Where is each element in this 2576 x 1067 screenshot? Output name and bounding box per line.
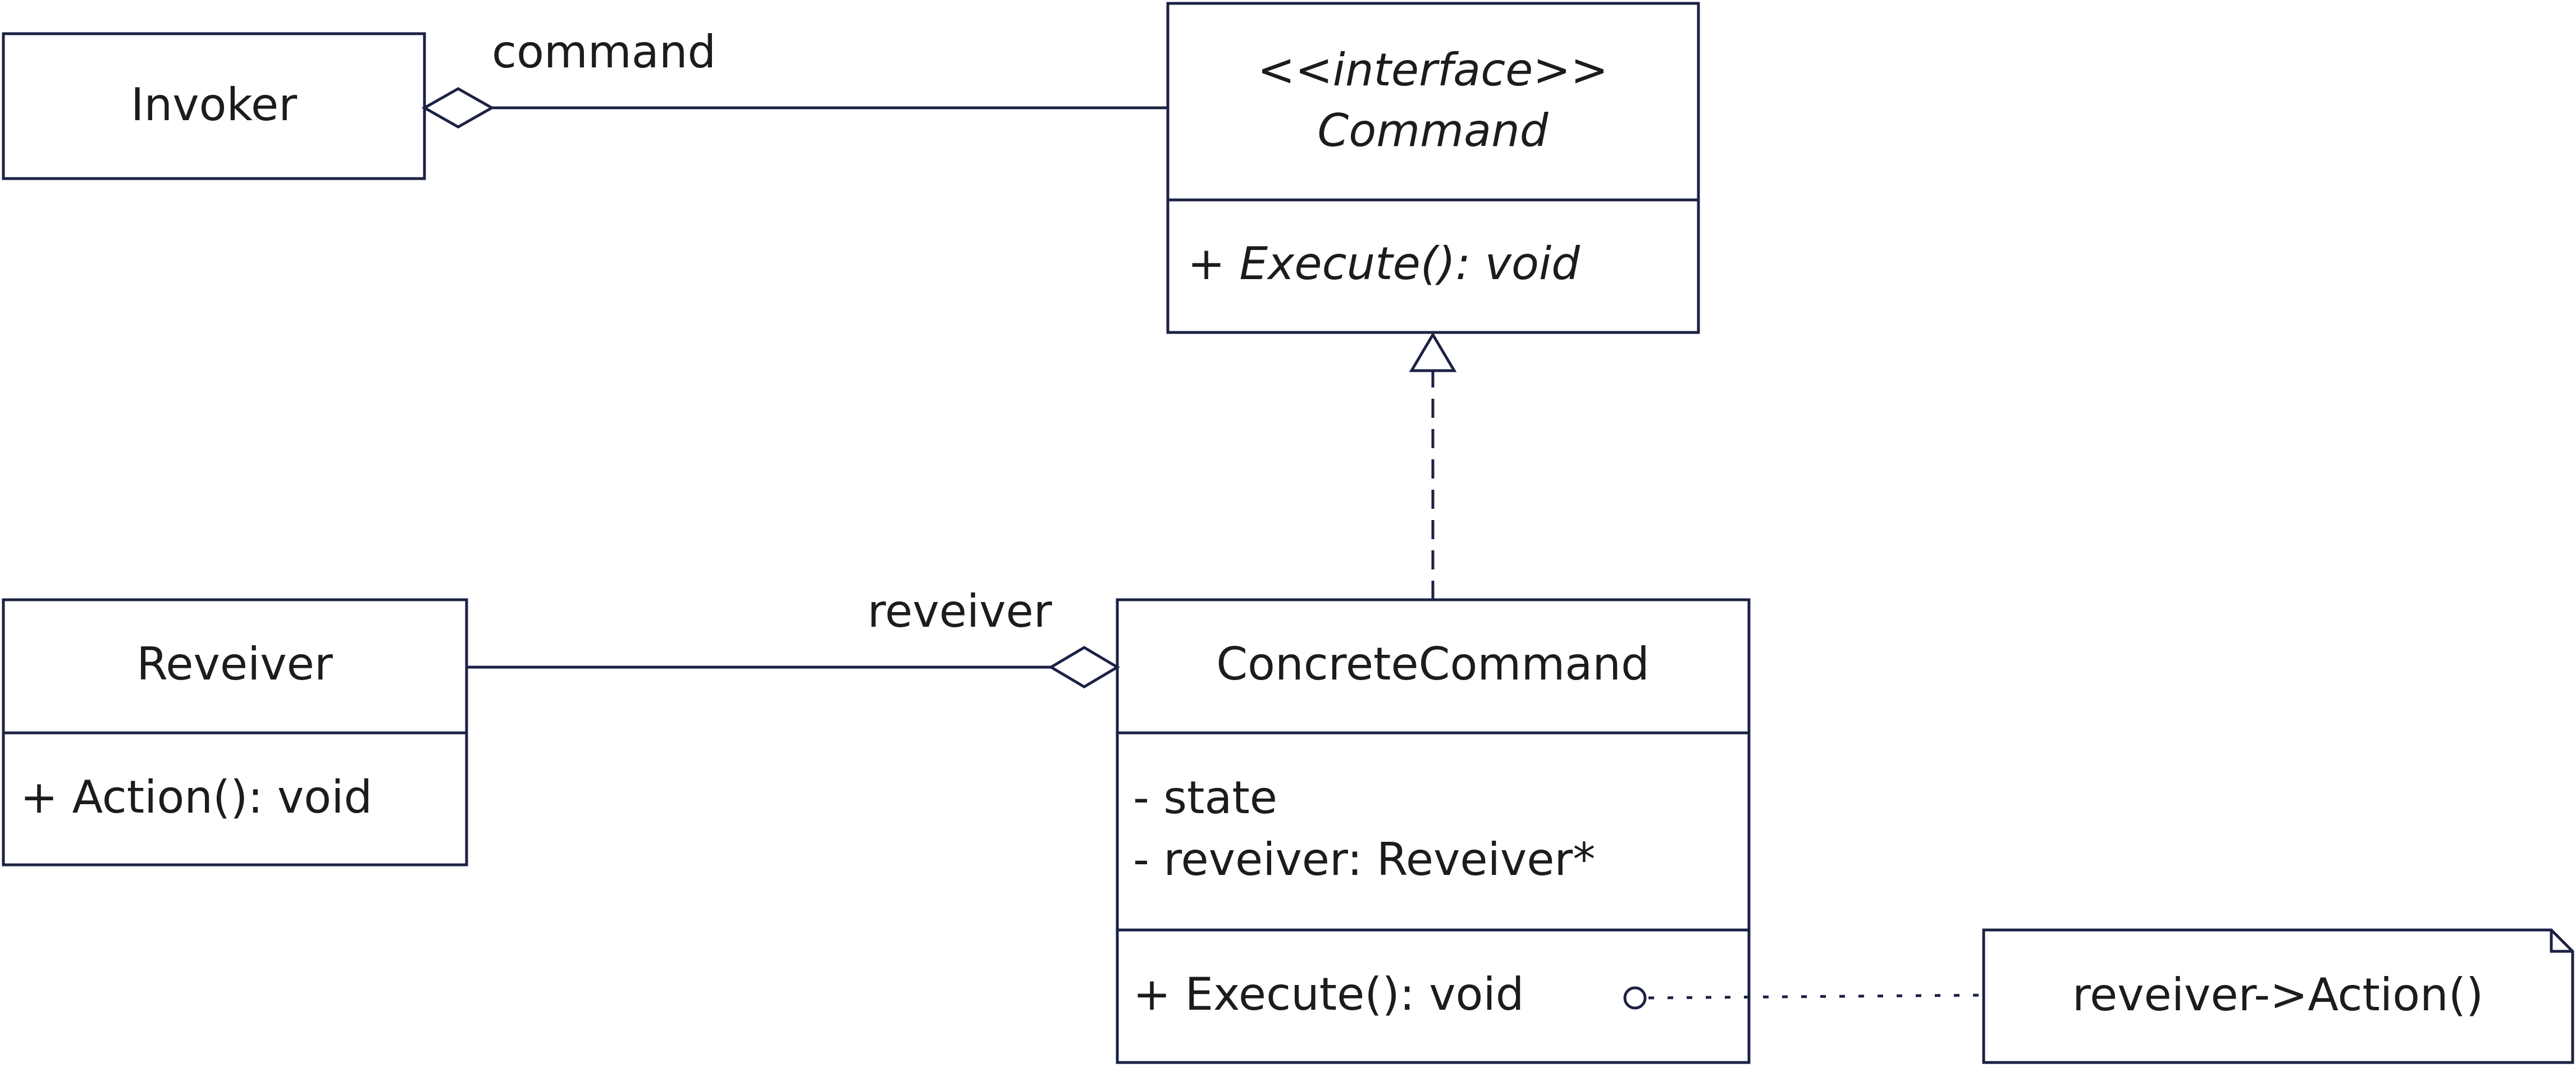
receiver-name: Reveiver — [136, 638, 333, 690]
receiver-class[interactable]: Reveiver + Action(): void — [2, 598, 468, 867]
invoker-class[interactable]: Invoker — [2, 32, 426, 180]
command-box — [1166, 2, 1700, 334]
realization-arrow — [1409, 332, 1457, 600]
note-box — [1982, 928, 2574, 1064]
concrete-command-class[interactable]: ConcreteCommand - state - reveiver: Reve… — [1116, 598, 1751, 1064]
receiver-operation: + Action(): void — [20, 771, 372, 823]
concrete-attribute-state: - state — [1133, 772, 1277, 824]
note-anchor-circle — [1623, 986, 1647, 1010]
invoker-aggregation-diamond — [421, 87, 495, 129]
note[interactable]: reveiver->Action() — [1982, 928, 2574, 1064]
concrete-aggregation-diamond — [1048, 646, 1120, 688]
command-association-label: command — [492, 26, 716, 78]
note-anchor — [1623, 986, 1984, 1010]
concrete-name: ConcreteCommand — [1216, 638, 1650, 690]
command-name: Command — [1317, 104, 1549, 157]
note-fold — [2550, 930, 2573, 953]
receiver-association-label: reveiver — [867, 585, 1052, 637]
command-stereotype: <<interface>> — [1258, 44, 1609, 96]
receiver-concrete-aggregation: reveiver — [467, 585, 1120, 688]
command-interface[interactable]: <<interface>> Command + Execute(): void — [1166, 2, 1700, 334]
concrete-box — [1116, 598, 1751, 1064]
command-operation: + Execute(): void — [1187, 238, 1581, 290]
invoker-command-aggregation: command — [421, 26, 1168, 129]
invoker-name: Invoker — [131, 79, 297, 131]
invoker-box — [2, 32, 426, 180]
realization-triangle — [1409, 332, 1457, 372]
concrete-operation: + Execute(): void — [1133, 968, 1524, 1020]
note-text: reveiver->Action() — [2072, 969, 2483, 1021]
concrete-attribute-receiver: - reveiver: Reveiver* — [1133, 833, 1595, 886]
